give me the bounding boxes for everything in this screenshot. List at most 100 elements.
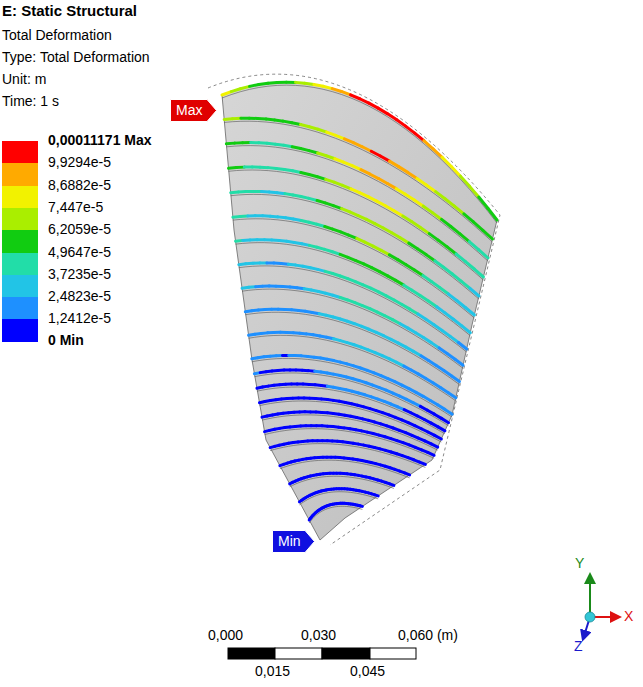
- blade-edge-shadow: [309, 506, 362, 523]
- legend-value: 6,2059e-5: [48, 221, 111, 238]
- scale-value: 0,000: [208, 627, 243, 644]
- deformation-contour: [375, 495, 378, 496]
- blade-edge-shadow: [222, 85, 497, 223]
- scale-segment: [275, 648, 322, 659]
- deformation-contour: [479, 250, 488, 258]
- legend-swatch: [2, 141, 38, 164]
- deformation-contour: [424, 141, 433, 149]
- deformation-contour: [440, 288, 449, 294]
- scale-value: 0,015: [255, 663, 290, 680]
- tag-outline: [171, 100, 217, 122]
- deformation-contour: [438, 240, 447, 247]
- deformation-contour: [431, 281, 440, 287]
- blade-edge-shadow: [233, 219, 475, 318]
- result-unit: Unit: m: [2, 71, 46, 88]
- deformation-contour: [426, 185, 435, 192]
- deformation-contour: [451, 227, 460, 234]
- deformation-contour: [431, 444, 438, 447]
- deformation-contour: [462, 326, 470, 333]
- deformation-contour: [426, 255, 435, 261]
- legend-value: 2,4823e-5: [48, 288, 111, 305]
- scale-segment: [322, 648, 370, 659]
- blade-edge-shadow: [265, 429, 435, 459]
- deformation-contour: [417, 178, 426, 184]
- deformation-contour: [360, 504, 362, 508]
- result-type: Type: Total Deformation: [2, 49, 150, 66]
- deformation-contour: [415, 133, 424, 141]
- deformation-contour: [403, 216, 412, 222]
- deformation-contour: [414, 200, 423, 206]
- deformation-contour: [432, 213, 441, 220]
- deformation-contour: [460, 234, 469, 242]
- axis-label: X: [624, 608, 633, 625]
- deformation-contour: [396, 189, 405, 195]
- deformation-contour: [420, 227, 429, 233]
- legend-swatch: [2, 163, 38, 186]
- deformation-contour: [406, 126, 415, 133]
- legend-swatch: [2, 186, 38, 209]
- deformation-contour: [450, 336, 458, 342]
- scale-segment: [370, 648, 416, 659]
- blade-edge-shadow: [290, 476, 394, 488]
- deformation-contour: [470, 288, 479, 296]
- deformation-contour: [380, 156, 389, 161]
- deformation-contour: [379, 179, 388, 184]
- deformation-contour: [441, 418, 448, 422]
- deformation-contour: [451, 167, 460, 177]
- scale-value: 0,060 (m): [398, 627, 458, 644]
- legend-value: 0 Min: [48, 332, 84, 349]
- deformation-contour: [443, 267, 452, 274]
- deformation-contour: [448, 393, 456, 398]
- outer-boundary: [208, 74, 500, 545]
- deformation-contour: [423, 206, 432, 212]
- tag-outline: [273, 531, 315, 553]
- min-probe-tag: Min: [272, 530, 315, 553]
- deformation-contour: [448, 294, 457, 301]
- deformation-contour: [452, 376, 460, 382]
- legend-value: 4,9647e-5: [48, 244, 111, 261]
- blade-edge-shadow: [299, 492, 378, 505]
- blade-edge-shadow: [270, 444, 425, 468]
- deformation-contour: [469, 242, 478, 250]
- deformation-contour: [438, 427, 445, 431]
- max-probe-tag: Max: [170, 99, 217, 122]
- deformation-contour: [442, 157, 451, 166]
- blade-edge-shadow: [239, 266, 467, 352]
- deformation-contour: [399, 167, 408, 173]
- deformation-contour: [445, 313, 453, 319]
- y-axis: [589, 578, 591, 617]
- deformation-contour: [473, 222, 483, 230]
- deformation-contour: [466, 308, 475, 315]
- deformation-contour: [461, 281, 470, 288]
- deformation-contour: [455, 359, 463, 365]
- legend-swatch: [2, 230, 38, 253]
- deformation-contour: [433, 149, 442, 158]
- scale-segment: [228, 648, 275, 659]
- deformation-contour: [409, 243, 418, 249]
- blade-edge-shadow: [226, 146, 488, 261]
- axis-label: Z: [574, 638, 583, 655]
- deformation-contour: [488, 208, 497, 220]
- deformation-contour: [464, 214, 473, 222]
- deformation-contour: [412, 222, 421, 228]
- deformation-contour: [445, 409, 452, 414]
- deformation-contour: [362, 147, 371, 151]
- legend-value: 0,00011171 Max: [48, 132, 152, 149]
- blade-edge-shadow: [254, 373, 448, 426]
- deformation-contour: [435, 435, 442, 439]
- deformation-contour: [435, 261, 444, 267]
- deformation-contour: [389, 161, 398, 166]
- deformation-contour: [445, 199, 454, 206]
- deformation-contour: [465, 261, 474, 269]
- deformation-contour: [387, 114, 396, 120]
- result-name: Total Deformation: [2, 27, 112, 44]
- legend-swatch: [2, 319, 38, 342]
- deformation-contour: [453, 319, 461, 326]
- blade-edges: [222, 82, 497, 523]
- deformation-contour: [371, 151, 380, 156]
- legend-swatch: [2, 208, 38, 231]
- legend-swatch: [2, 253, 38, 276]
- tag-text: Max: [170, 99, 216, 122]
- legend-value: 7,447e-5: [48, 199, 103, 216]
